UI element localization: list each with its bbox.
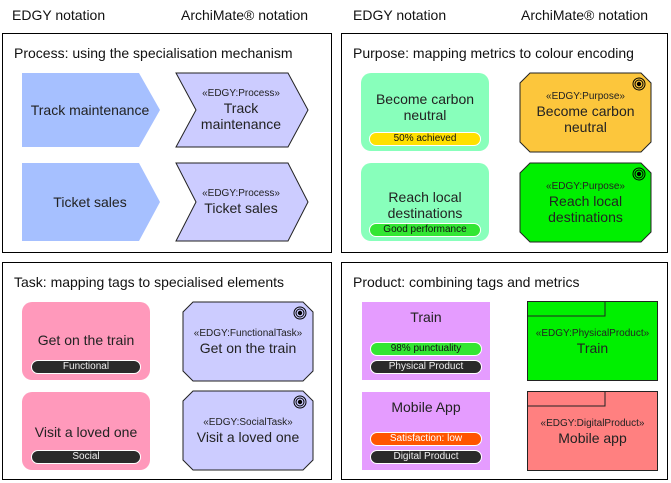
- stereotype-label: «EDGY:Purpose»: [546, 180, 625, 192]
- archimate-task-label: Get on the train: [199, 339, 297, 356]
- edgy-purpose-label-1: Become carbon: [375, 91, 475, 107]
- edgy-task-label: Get on the train: [37, 332, 135, 348]
- edgy-purpose-become-carbon-neutral[interactable]: Become carbon neutral 50% achieved: [361, 73, 489, 151]
- target-icon: [632, 77, 646, 91]
- edgy-process-label: Ticket sales: [53, 194, 127, 210]
- edgy-task-visit-a-loved-one[interactable]: Visit a loved one Social: [22, 392, 150, 470]
- edgy-product-train[interactable]: Train 98% punctuality Physical Product: [362, 302, 490, 380]
- metric-badge: Satisfaction: low: [370, 432, 482, 446]
- stereotype-label: «EDGY:Process»: [202, 88, 280, 99]
- metric-badge: 98% punctuality: [370, 342, 482, 356]
- target-icon: [293, 306, 307, 320]
- archimate-product-train[interactable]: «EDGY:PhysicalProduct» Train: [527, 301, 658, 381]
- archimate-task-label: Visit a loved one: [196, 428, 300, 445]
- edgy-process-track-maintenance[interactable]: Track maintenance: [22, 73, 160, 147]
- archimate-product-label: Mobile app: [558, 430, 627, 446]
- archimate-purpose-label-1: Become carbon: [536, 102, 635, 119]
- edgy-purpose-label-1: Reach local: [388, 189, 462, 205]
- edgy-purpose-label-2: destinations: [387, 205, 463, 221]
- archimate-process-label-1: Ticket sales: [204, 200, 278, 216]
- edgy-process-label: Track maintenance: [30, 102, 150, 118]
- archimate-task-visit-a-loved-one[interactable]: «EDGY:SocialTask» Visit a loved one: [182, 390, 314, 471]
- archimate-task-get-on-the-train[interactable]: «EDGY:FunctionalTask» Get on the train: [182, 301, 314, 382]
- edgy-product-mobile-app[interactable]: Mobile App Satisfaction: low Digital Pro…: [362, 392, 490, 470]
- archimate-product-label: Train: [576, 340, 609, 356]
- edgy-purpose-label-2: neutral: [403, 107, 447, 123]
- tag-badge: Functional: [31, 360, 141, 374]
- metric-badge: Good performance: [369, 223, 481, 237]
- archimate-purpose-label-2: neutral: [564, 118, 607, 135]
- edgy-task-label: Visit a loved one: [34, 424, 138, 440]
- task-panel-title: Task: mapping tags to specialised elemen…: [14, 274, 285, 290]
- header-right-archimate: ArchiMate® notation: [521, 7, 649, 23]
- edgy-product-label: Mobile App: [391, 399, 461, 415]
- archimate-process-label-2: maintenance: [200, 116, 282, 132]
- purpose-panel-title: Purpose: mapping metrics to colour encod…: [353, 45, 634, 61]
- product-panel: Product: combining tags and metrics Trai…: [341, 262, 668, 480]
- archimate-purpose-label-2: destinations: [548, 208, 623, 225]
- stereotype-label: «EDGY:SocialTask»: [203, 416, 293, 428]
- stereotype-label: «EDGY:DigitalProduct»: [540, 418, 645, 429]
- tag-badge: Social: [31, 450, 141, 464]
- edgy-purpose-reach-local-destinations[interactable]: Reach local destinations Good performanc…: [361, 163, 489, 241]
- archimate-process-ticket-sales[interactable]: «EDGY:Process» Ticket sales: [175, 162, 309, 242]
- tag-badge: Physical Product: [370, 360, 482, 374]
- stereotype-label: «EDGY:PhysicalProduct»: [535, 328, 650, 339]
- archimate-purpose-reach-local-destinations[interactable]: «EDGY:Purpose» Reach local destinations: [519, 162, 652, 243]
- product-panel-title: Product: combining tags and metrics: [353, 274, 580, 290]
- stereotype-label: «EDGY:Process»: [202, 188, 280, 199]
- process-panel: Process: using the specialisation mechan…: [2, 33, 332, 253]
- stereotype-label: «EDGY:FunctionalTask»: [193, 327, 303, 339]
- header-right-edgy: EDGY notation: [353, 7, 447, 23]
- edgy-task-get-on-the-train[interactable]: Get on the train Functional: [22, 302, 150, 380]
- stereotype-label: «EDGY:Purpose»: [546, 90, 625, 102]
- header-left-edgy: EDGY notation: [12, 7, 106, 23]
- target-icon: [293, 395, 307, 409]
- purpose-panel: Purpose: mapping metrics to colour encod…: [341, 33, 668, 253]
- edgy-product-label: Train: [410, 309, 442, 325]
- edgy-process-ticket-sales[interactable]: Ticket sales: [22, 163, 160, 241]
- process-panel-title: Process: using the specialisation mechan…: [14, 45, 293, 61]
- tag-badge: Digital Product: [370, 450, 482, 464]
- archimate-process-track-maintenance[interactable]: «EDGY:Process» Track maintenance: [175, 72, 309, 148]
- archimate-process-label-1: Track: [223, 100, 259, 116]
- header-left-archimate: ArchiMate® notation: [181, 7, 309, 23]
- metric-badge: 50% achieved: [369, 132, 481, 146]
- target-icon: [632, 167, 646, 181]
- archimate-product-mobile-app[interactable]: «EDGY:DigitalProduct» Mobile app: [527, 391, 658, 471]
- archimate-purpose-become-carbon-neutral[interactable]: «EDGY:Purpose» Become carbon neutral: [519, 72, 652, 153]
- task-panel: Task: mapping tags to specialised elemen…: [2, 262, 332, 480]
- archimate-purpose-label-1: Reach local: [548, 192, 623, 209]
